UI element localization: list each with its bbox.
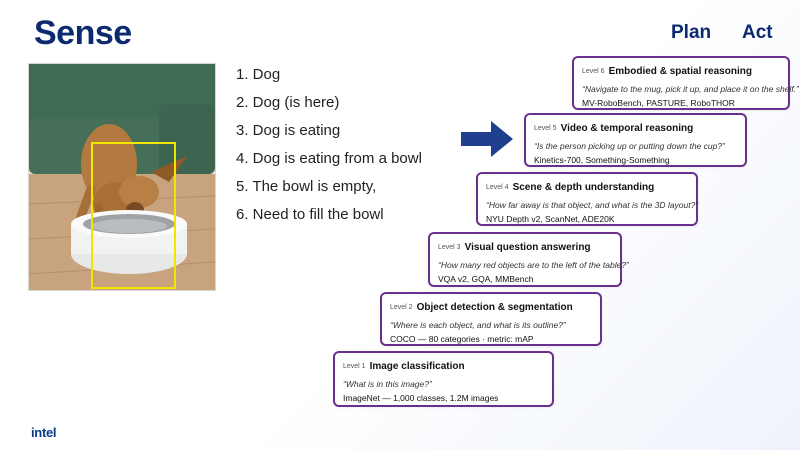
level-question: “How many red objects are to the left of… xyxy=(438,260,629,270)
dog-photo-illustration xyxy=(29,64,215,290)
level-tag: Level 6 xyxy=(582,68,605,75)
level-datasets: MV-RoboBench, PASTURE, RoboTHOR xyxy=(582,98,735,108)
level-question: “Where is each object, and what is its o… xyxy=(390,320,566,330)
step-6: 6. Need to fill the bowl xyxy=(236,206,384,223)
level-name: Visual question answering xyxy=(464,242,591,253)
step-4: 4. Dog is eating from a bowl xyxy=(236,150,422,167)
level-datasets: NYU Depth v2, ScanNet, ADE20K xyxy=(486,214,615,224)
nav-plan: Plan xyxy=(671,22,712,43)
level-name: Video & temporal reasoning xyxy=(560,123,694,134)
level-datasets: VQA v2, GQA, MMBench xyxy=(438,274,534,284)
level-question: “Navigate to the mug, pick it up, and pl… xyxy=(582,84,799,94)
step-1: 1. Dog xyxy=(236,66,281,83)
level-datasets: Kinetics-700, Something-Something xyxy=(534,155,670,165)
nav-act: Act xyxy=(742,22,773,43)
level-datasets: ImageNet — 1,000 classes, 1.2M images xyxy=(343,393,499,403)
level-tag: Level 5 xyxy=(534,125,557,132)
intel-logo: intel xyxy=(31,425,57,440)
step-5: 5. The bowl is empty, xyxy=(236,178,377,195)
detection-bounding-box xyxy=(91,142,176,289)
level-name: Object detection & segmentation xyxy=(416,302,573,313)
level-tag: Level 3 xyxy=(438,244,461,251)
slide-title: Sense xyxy=(34,14,132,52)
right-arrow-icon xyxy=(461,121,513,157)
level-question: “What is in this image?” xyxy=(343,379,432,389)
level-name: Scene & depth understanding xyxy=(512,182,655,193)
level-name: Embodied & spatial reasoning xyxy=(608,66,752,77)
level-tag: Level 1 xyxy=(343,363,366,370)
level-tag: Level 2 xyxy=(390,304,413,311)
level-question: “Is the person picking up or putting dow… xyxy=(534,141,725,151)
step-3: 3. Dog is eating xyxy=(236,122,341,139)
level-tag: Level 4 xyxy=(486,184,509,191)
dog-photo xyxy=(28,63,216,291)
level-name: Image classification xyxy=(369,361,465,372)
caption-steps: 1. Dog 2. Dog (is here) 3. Dog is eating… xyxy=(236,64,422,232)
level-datasets: COCO — 80 categories · metric: mAP xyxy=(390,334,534,344)
level-question: “How far away is that object, and what i… xyxy=(486,200,699,210)
step-2: 2. Dog (is here) xyxy=(236,94,340,111)
